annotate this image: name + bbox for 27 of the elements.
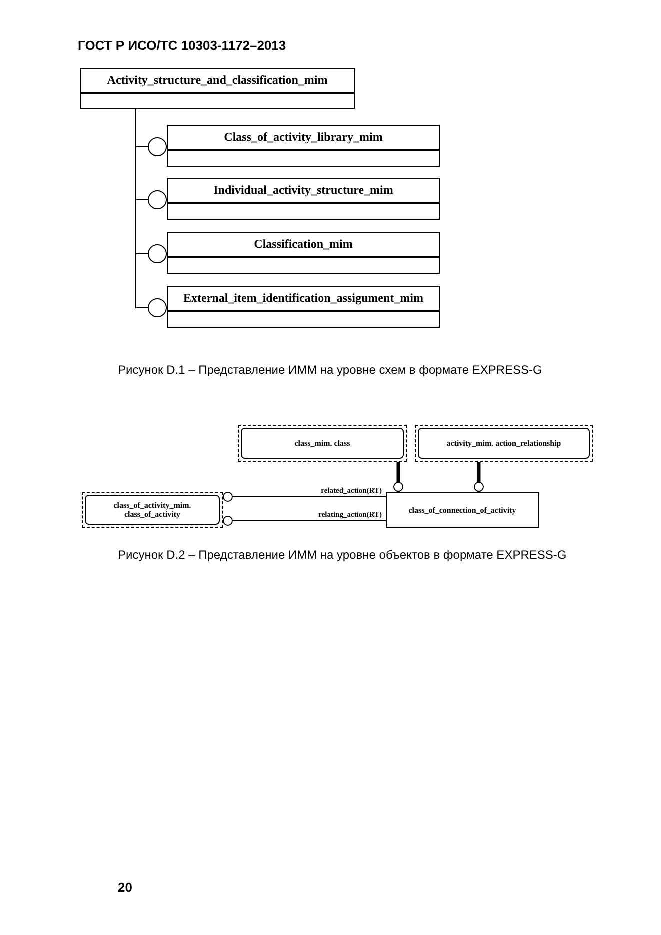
node-label: activity_mim. action_relationship <box>446 439 562 448</box>
node-label: class_of_connection_of_activity <box>408 506 516 514</box>
reference-entity-box <box>415 425 593 462</box>
node-label: Individual_activity_structure_mim <box>212 182 394 199</box>
figure-caption: Рисунок D.2 – Представление ИММ на уровне объектов в формате EXPRESS-G <box>118 548 567 562</box>
node-label: Class_of_activity_library_mim <box>223 129 384 146</box>
connector <box>474 462 484 492</box>
schema-box <box>167 178 440 220</box>
figure-caption: Рисунок D.1 – Представление ИММ на уровне схем в формате EXPRESS-G <box>118 363 542 377</box>
schema-box <box>80 68 355 109</box>
connector <box>222 492 386 502</box>
node-label: class_mim. class <box>294 439 350 448</box>
entity-box <box>386 492 539 528</box>
schema-box <box>167 232 440 274</box>
schema-box <box>167 286 440 328</box>
connector <box>222 516 386 526</box>
document-header: ГОСТ Р ИСО/ТС 10303-1172–2013 <box>78 38 286 53</box>
connector <box>394 462 404 492</box>
node-label: Classification_mim <box>253 236 354 253</box>
node-label: External_item_identification_assigument_mim <box>182 290 424 307</box>
schema-box <box>167 125 440 167</box>
reference-entity-box <box>82 492 223 528</box>
reference-entity-box <box>238 425 407 462</box>
node-label: Activity_structure_and_classification_mim <box>106 72 329 89</box>
page-number: 20 <box>118 880 132 895</box>
connector <box>136 108 168 318</box>
node-label: class_of_activity_mim. class_of_activity <box>112 501 192 519</box>
